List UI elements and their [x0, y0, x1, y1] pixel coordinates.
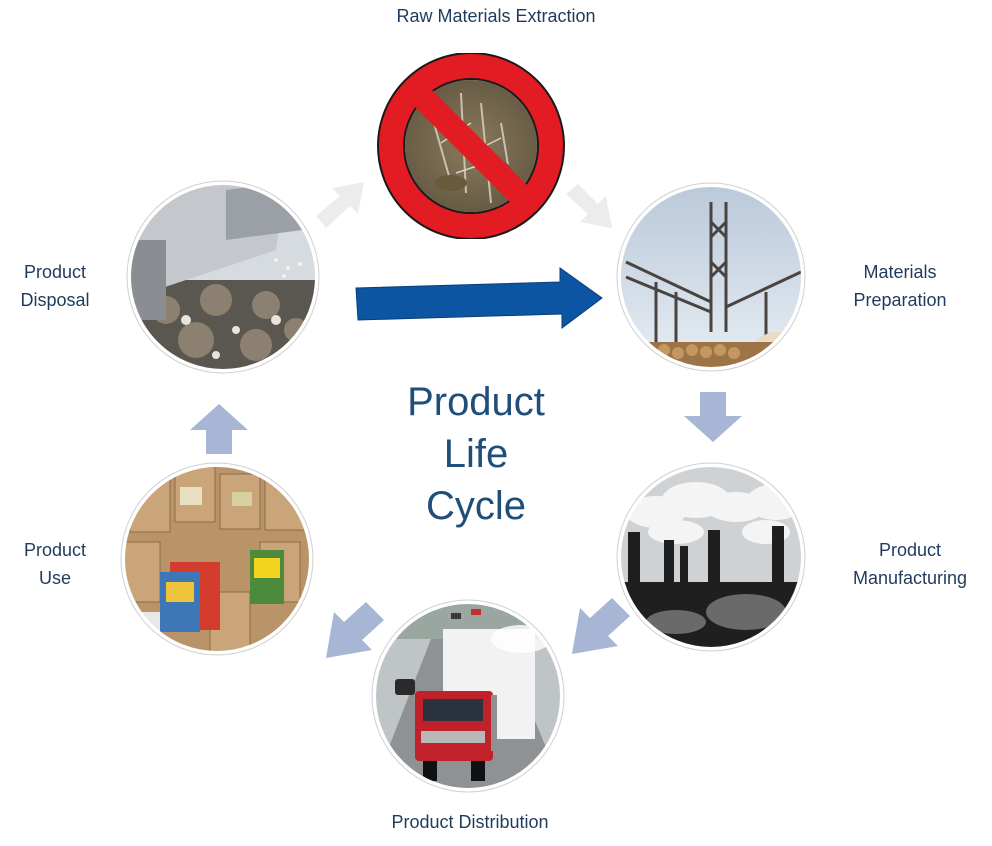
label-raw-materials-extraction: Raw Materials Extraction: [396, 6, 596, 26]
highlight-arrow-disposal-to-preparation: [355, 266, 606, 330]
raw-materials-node: [371, 53, 571, 239]
faded-arrow-from-raw-materials: [560, 176, 620, 236]
label-product-manufacturing: Product Manufacturing: [852, 540, 968, 588]
product-distribution-node: [371, 599, 565, 793]
prohibition-sign-icon: [377, 53, 565, 239]
label-product-use: Product Use: [23, 540, 87, 588]
materials-preparation-node: [616, 182, 806, 372]
faded-arrow-to-raw-materials: [312, 176, 372, 236]
cycle-arrow-distribution-to-use: [322, 600, 386, 664]
cycle-arrow-preparation-to-manufacturing: [684, 392, 744, 444]
label-product-disposal: Product Disposal: [20, 262, 90, 310]
center-title: Product Life Cycle: [407, 380, 545, 528]
label-materials-preparation: Materials Preparation: [853, 262, 947, 310]
product-manufacturing-node: [616, 462, 806, 652]
cycle-arrow-use-to-disposal: [190, 402, 250, 454]
truck-icon: [409, 629, 535, 781]
cycle-arrow-manufacturing-to-distribution: [568, 596, 632, 660]
product-use-node: [120, 462, 314, 656]
product-disposal-node: [126, 180, 320, 374]
label-product-distribution: Product Distribution: [391, 812, 549, 832]
